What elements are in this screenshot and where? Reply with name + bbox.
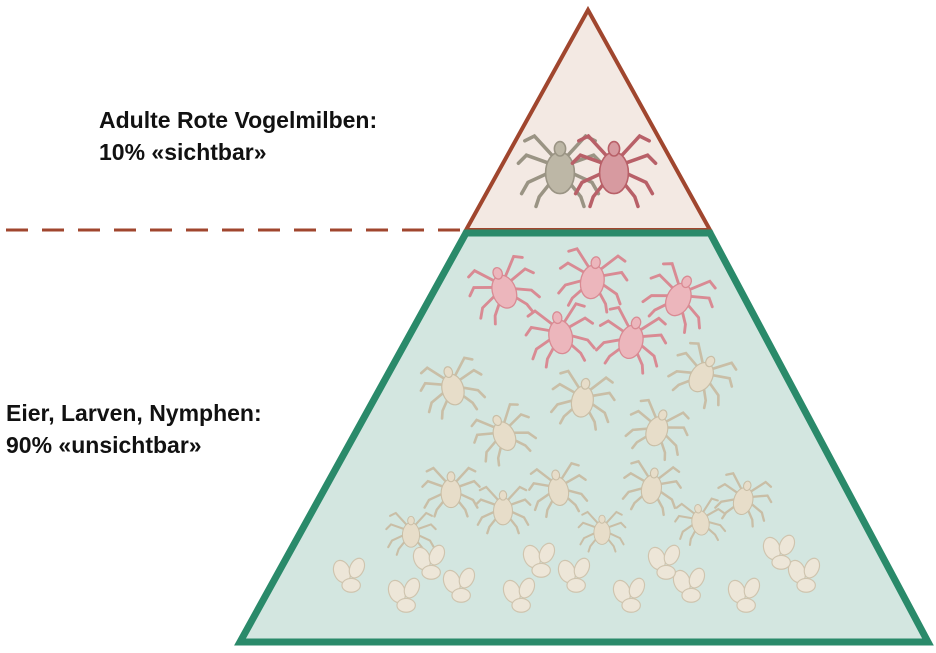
juvenile-stages-label-line1: Eier, Larven, Nymphen: xyxy=(6,397,262,429)
adult-mites-label-line2: 10% «sichtbar» xyxy=(99,136,377,168)
juvenile-stages-label: Eier, Larven, Nymphen: 90% «unsichtbar» xyxy=(6,397,262,461)
adult-mites-label: Adulte Rote Vogelmilben: 10% «sichtbar» xyxy=(99,104,377,168)
adult-mites-label-line1: Adulte Rote Vogelmilben: xyxy=(99,104,377,136)
juvenile-stages-label-line2: 90% «unsichtbar» xyxy=(6,429,262,461)
pyramid-top-section xyxy=(466,10,710,230)
